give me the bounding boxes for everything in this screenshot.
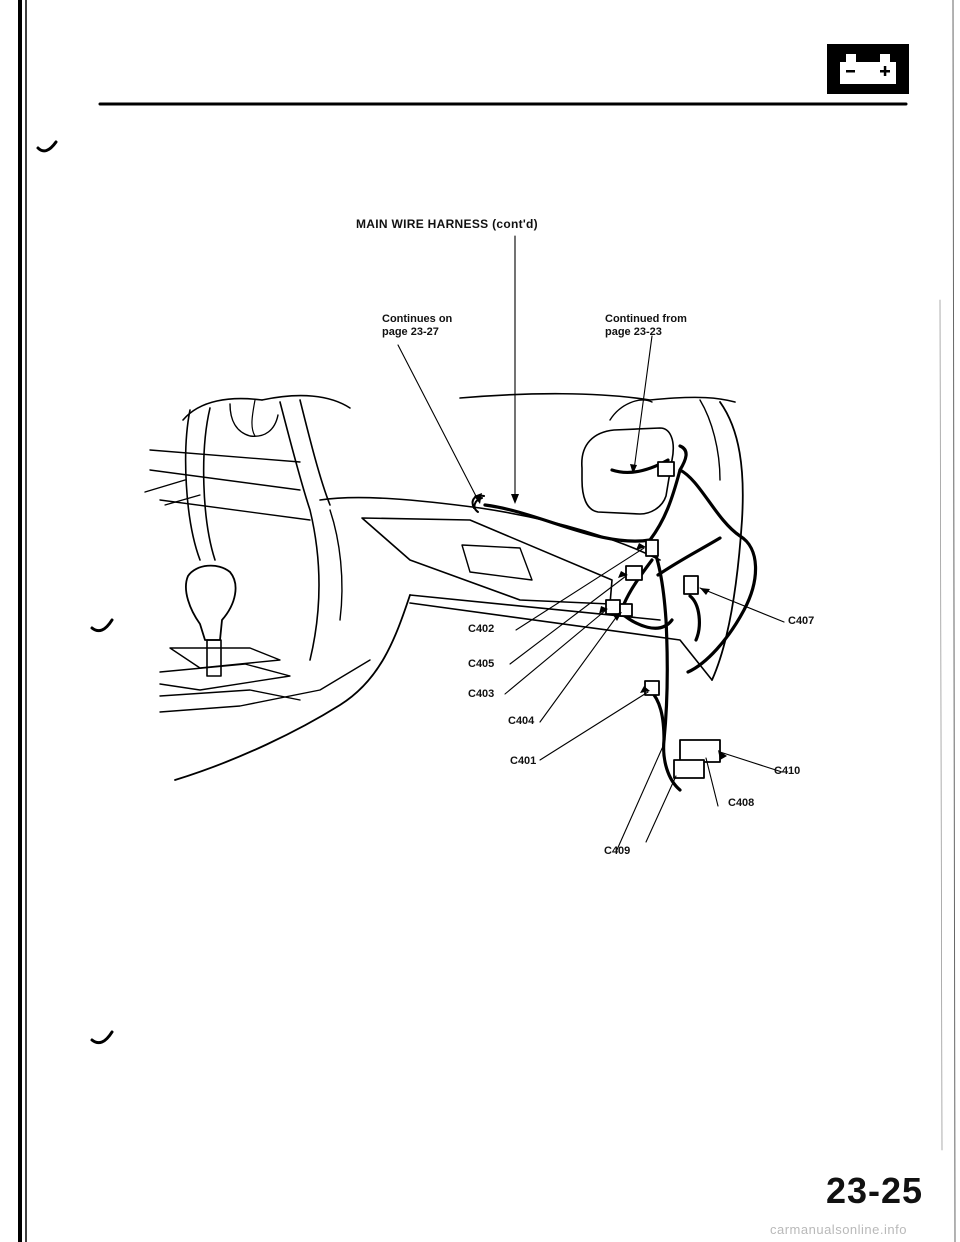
connector-label-c402: C402 [468,623,495,635]
connector-shape [645,539,659,557]
note-right-line2: page 23-23 [605,326,662,338]
connector-shape [657,461,675,477]
connector-label-c410: C410 [774,765,801,777]
continued-from-note: Continued from page 23-23 [605,313,687,339]
diagram-title: MAIN WIRE HARNESS (cont'd) [356,217,538,231]
connector-label-c408: C408 [728,797,755,809]
page-number: 23-25 [826,1170,924,1211]
connector-shape [683,575,699,595]
note-left-line1: Continues on [382,313,453,325]
connector-label-c407: C407 [788,615,815,627]
check-mark [36,140,58,153]
check-mark [90,618,114,633]
note-right-line1: Continued from [605,313,687,325]
connector-shape [673,759,705,779]
connector-label-c409: C409 [604,845,631,857]
note-left-line2: page 23-27 [382,326,439,338]
continues-on-note: Continues on page 23-27 [382,313,452,339]
connector-label-c403: C403 [468,688,495,700]
connector-label-c401: C401 [510,755,537,767]
connector-shape [625,565,643,581]
check-mark [90,1030,114,1045]
footer-watermark: carmanualsonline.info [770,1222,907,1237]
connector-label-c405: C405 [468,658,495,670]
connector-label-c404: C404 [508,715,535,727]
shift-lever [185,564,237,641]
connector-shape [619,603,633,617]
